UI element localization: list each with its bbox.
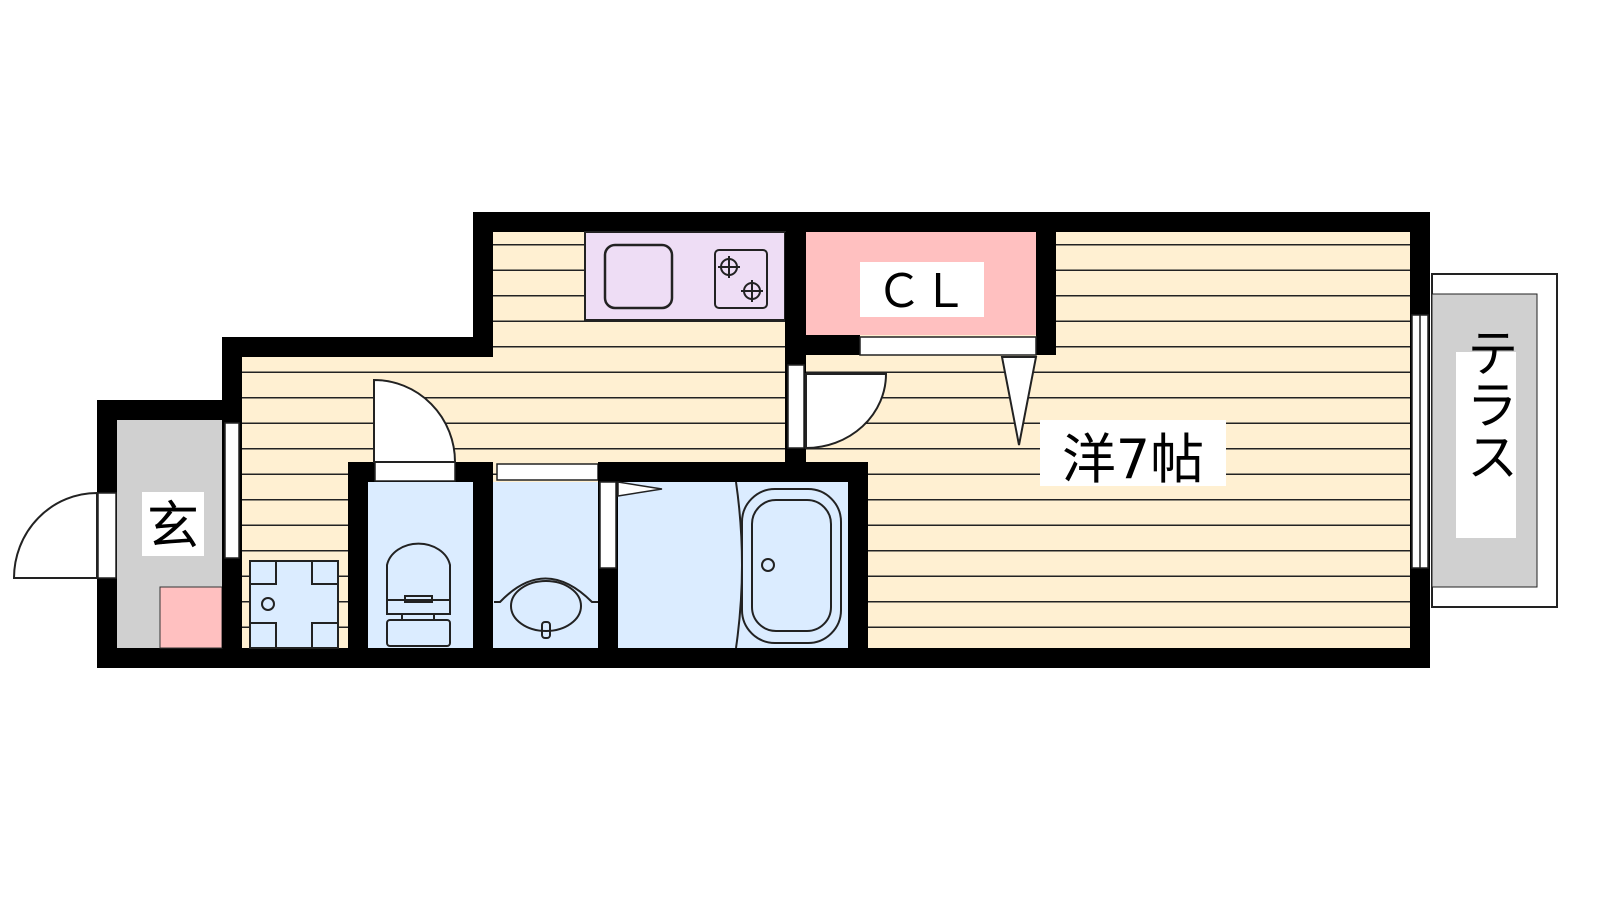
western-room-label: 洋7帖 [1062, 428, 1204, 491]
bathroom [598, 462, 868, 649]
sink-icon [603, 243, 674, 310]
toilet-icon [386, 542, 451, 647]
closet-label: ＣＬ [876, 264, 968, 318]
washing-machine-pan-icon [249, 560, 339, 649]
stove-icon [714, 249, 768, 309]
washbasin-icon [494, 577, 598, 639]
washroom [493, 463, 599, 648]
entrance-label: 玄 [147, 497, 199, 557]
entrance-door-icon[interactable] [12, 491, 98, 579]
toilet-door-icon[interactable] [373, 378, 457, 463]
toilet-room [348, 378, 493, 648]
terrace: テラス [1431, 273, 1558, 608]
room-door-icon[interactable] [805, 373, 888, 450]
closet-sliding-door[interactable] [859, 336, 1037, 356]
entrance: 玄 [12, 420, 242, 649]
air-conditioner-icon [1000, 356, 1038, 446]
bathtub-icon [735, 481, 842, 649]
kitchen-counter [584, 231, 786, 321]
bath-door-icon[interactable] [617, 481, 663, 497]
closet: ＣＬ [806, 232, 1056, 446]
terrace-label: テラス [1457, 326, 1517, 482]
